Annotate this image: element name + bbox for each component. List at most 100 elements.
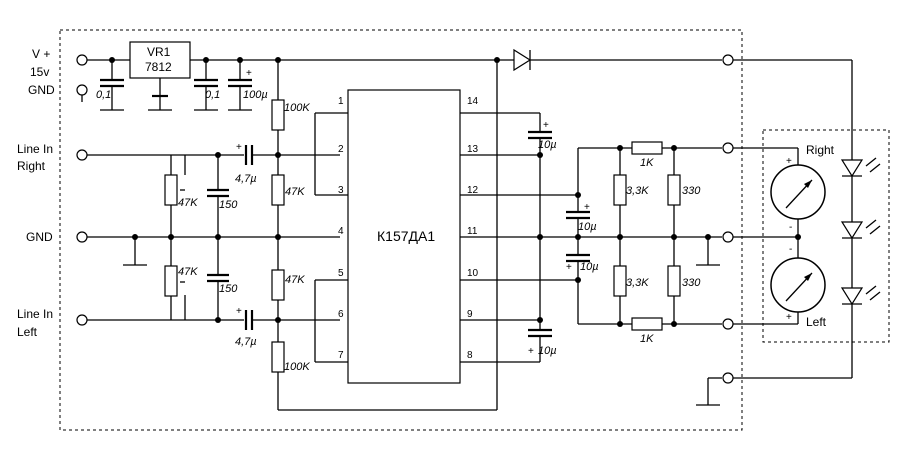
input-section <box>87 145 340 330</box>
pot-47k-right <box>164 174 178 206</box>
pin-1: 1 <box>338 96 344 107</box>
label-ic: К157ДА1 <box>377 228 435 244</box>
resistor-3k3-bottom <box>613 265 627 297</box>
sign-plus-c10u-1: + <box>543 120 549 131</box>
terminal-out-top[interactable] <box>722 54 734 66</box>
sign-plus-c10u-2: + <box>584 202 590 213</box>
pin-12: 12 <box>467 185 479 196</box>
resistor-1k-bottom <box>631 317 663 331</box>
value-c100u: 100µ <box>243 89 268 101</box>
label-vplus: V + <box>32 47 50 61</box>
meter-section <box>733 59 881 379</box>
terminal-vplus[interactable] <box>76 54 88 66</box>
terminal-out-gnd[interactable] <box>722 372 734 384</box>
sign-plus-c100u: + <box>246 68 252 79</box>
value-c47u-top: 4,7µ <box>235 173 257 185</box>
bias-network <box>271 60 498 411</box>
value-c150-top: 150 <box>219 199 238 211</box>
resistor-3k3-top <box>613 174 627 206</box>
value-c47u-bot: 4,7µ <box>235 336 257 348</box>
led-3 <box>840 287 864 306</box>
sign-plus-c47u-top: + <box>236 142 242 153</box>
sign-plus-meter-left: + <box>786 312 792 323</box>
value-r47k-mid-top: 47K <box>285 186 305 198</box>
label-line-in-right-1: Line In <box>17 142 53 156</box>
meter-right <box>770 164 826 220</box>
value-r33k-top: 3,3K <box>626 185 649 197</box>
pin-10: 10 <box>467 268 479 279</box>
meter-left <box>770 257 826 313</box>
text-labels: V + 15v GND Line In Right GND Line In Le… <box>17 45 835 373</box>
sign-plus-c10u-4: + <box>528 346 534 357</box>
vr1-regulator <box>129 41 191 79</box>
value-r330-bot: 330 <box>682 277 701 289</box>
sign-plus-c10u-3: + <box>566 262 572 273</box>
value-c150-bot: 150 <box>219 283 238 295</box>
value-r47k-mid-bot: 47K <box>285 274 305 286</box>
value-r47k-right: 47K <box>178 197 198 209</box>
label-15v: 15v <box>30 65 49 79</box>
value-c10u-4: 10µ <box>538 345 557 357</box>
label-line-in-left-2: Left <box>17 325 38 339</box>
value-c01a: 0,1 <box>96 89 111 101</box>
value-r330-top: 330 <box>682 185 701 197</box>
terminal-gnd-top[interactable] <box>76 84 88 96</box>
pin-5: 5 <box>338 268 344 279</box>
sign-plus-meter-right: + <box>786 156 792 167</box>
pin-7: 7 <box>338 350 344 361</box>
value-r1k-top: 1K <box>640 157 654 169</box>
power-section <box>81 41 722 111</box>
led-1 <box>840 159 864 178</box>
value-r1k-bot: 1K <box>640 333 654 345</box>
diode-supply <box>513 48 532 72</box>
pin-4: 4 <box>338 226 344 237</box>
ic-k157da1 <box>347 89 461 384</box>
value-c01b: 0,1 <box>205 89 220 101</box>
label-meter-right: Right <box>806 143 835 157</box>
value-c10u-2: 10µ <box>578 221 597 233</box>
resistor-100k-top <box>271 99 285 131</box>
pin-3: 3 <box>338 185 344 196</box>
resistor-1k-top <box>631 141 663 155</box>
pot-47k-left <box>164 265 178 297</box>
resistor-330-top <box>667 174 681 206</box>
pin-11: 11 <box>467 226 478 237</box>
label-line-in-left-1: Line In <box>17 307 53 321</box>
value-r47k-left: 47K <box>178 266 198 278</box>
terminal-line-in-right[interactable] <box>76 149 88 161</box>
pin-8: 8 <box>467 350 473 361</box>
resistor-330-bottom <box>667 265 681 297</box>
terminal-out-mid[interactable] <box>722 231 734 243</box>
label-gnd-top: GND <box>28 83 55 97</box>
sign-minus-meter-left: - <box>789 244 792 255</box>
terminal-out-right[interactable] <box>722 142 734 154</box>
resistor-47k-top <box>271 174 285 206</box>
value-r100k-top: 100K <box>284 102 310 114</box>
terminal-gnd-mid[interactable] <box>76 231 88 243</box>
resistor-100k-bottom <box>271 341 285 373</box>
pin-6: 6 <box>338 309 344 320</box>
sign-plus-c47u-bot: + <box>236 306 242 317</box>
value-c10u-1: 10µ <box>538 139 557 151</box>
label-line-in-right-2: Right <box>17 159 46 173</box>
terminal-out-left[interactable] <box>722 318 734 330</box>
value-c10u-3: 10µ <box>580 261 599 273</box>
pin-9: 9 <box>467 309 473 320</box>
main-enclosure <box>59 29 743 431</box>
label-gnd-mid: GND <box>26 230 53 244</box>
pin-2: 2 <box>338 144 344 155</box>
label-vr1: VR1 <box>147 45 171 59</box>
output-bridge <box>577 141 722 406</box>
sign-minus-meter-right: - <box>789 222 792 233</box>
resistor-47k-bottom <box>271 269 285 301</box>
ic-right-wires <box>460 112 722 363</box>
led-2 <box>840 221 864 240</box>
pin-13: 13 <box>467 144 479 155</box>
label-7812: 7812 <box>145 60 172 74</box>
pin-14: 14 <box>467 96 479 107</box>
value-r33k-bot: 3,3K <box>626 277 649 289</box>
terminal-line-in-left[interactable] <box>76 314 88 326</box>
label-meter-left: Left <box>806 315 827 329</box>
meter-enclosure <box>762 129 890 343</box>
